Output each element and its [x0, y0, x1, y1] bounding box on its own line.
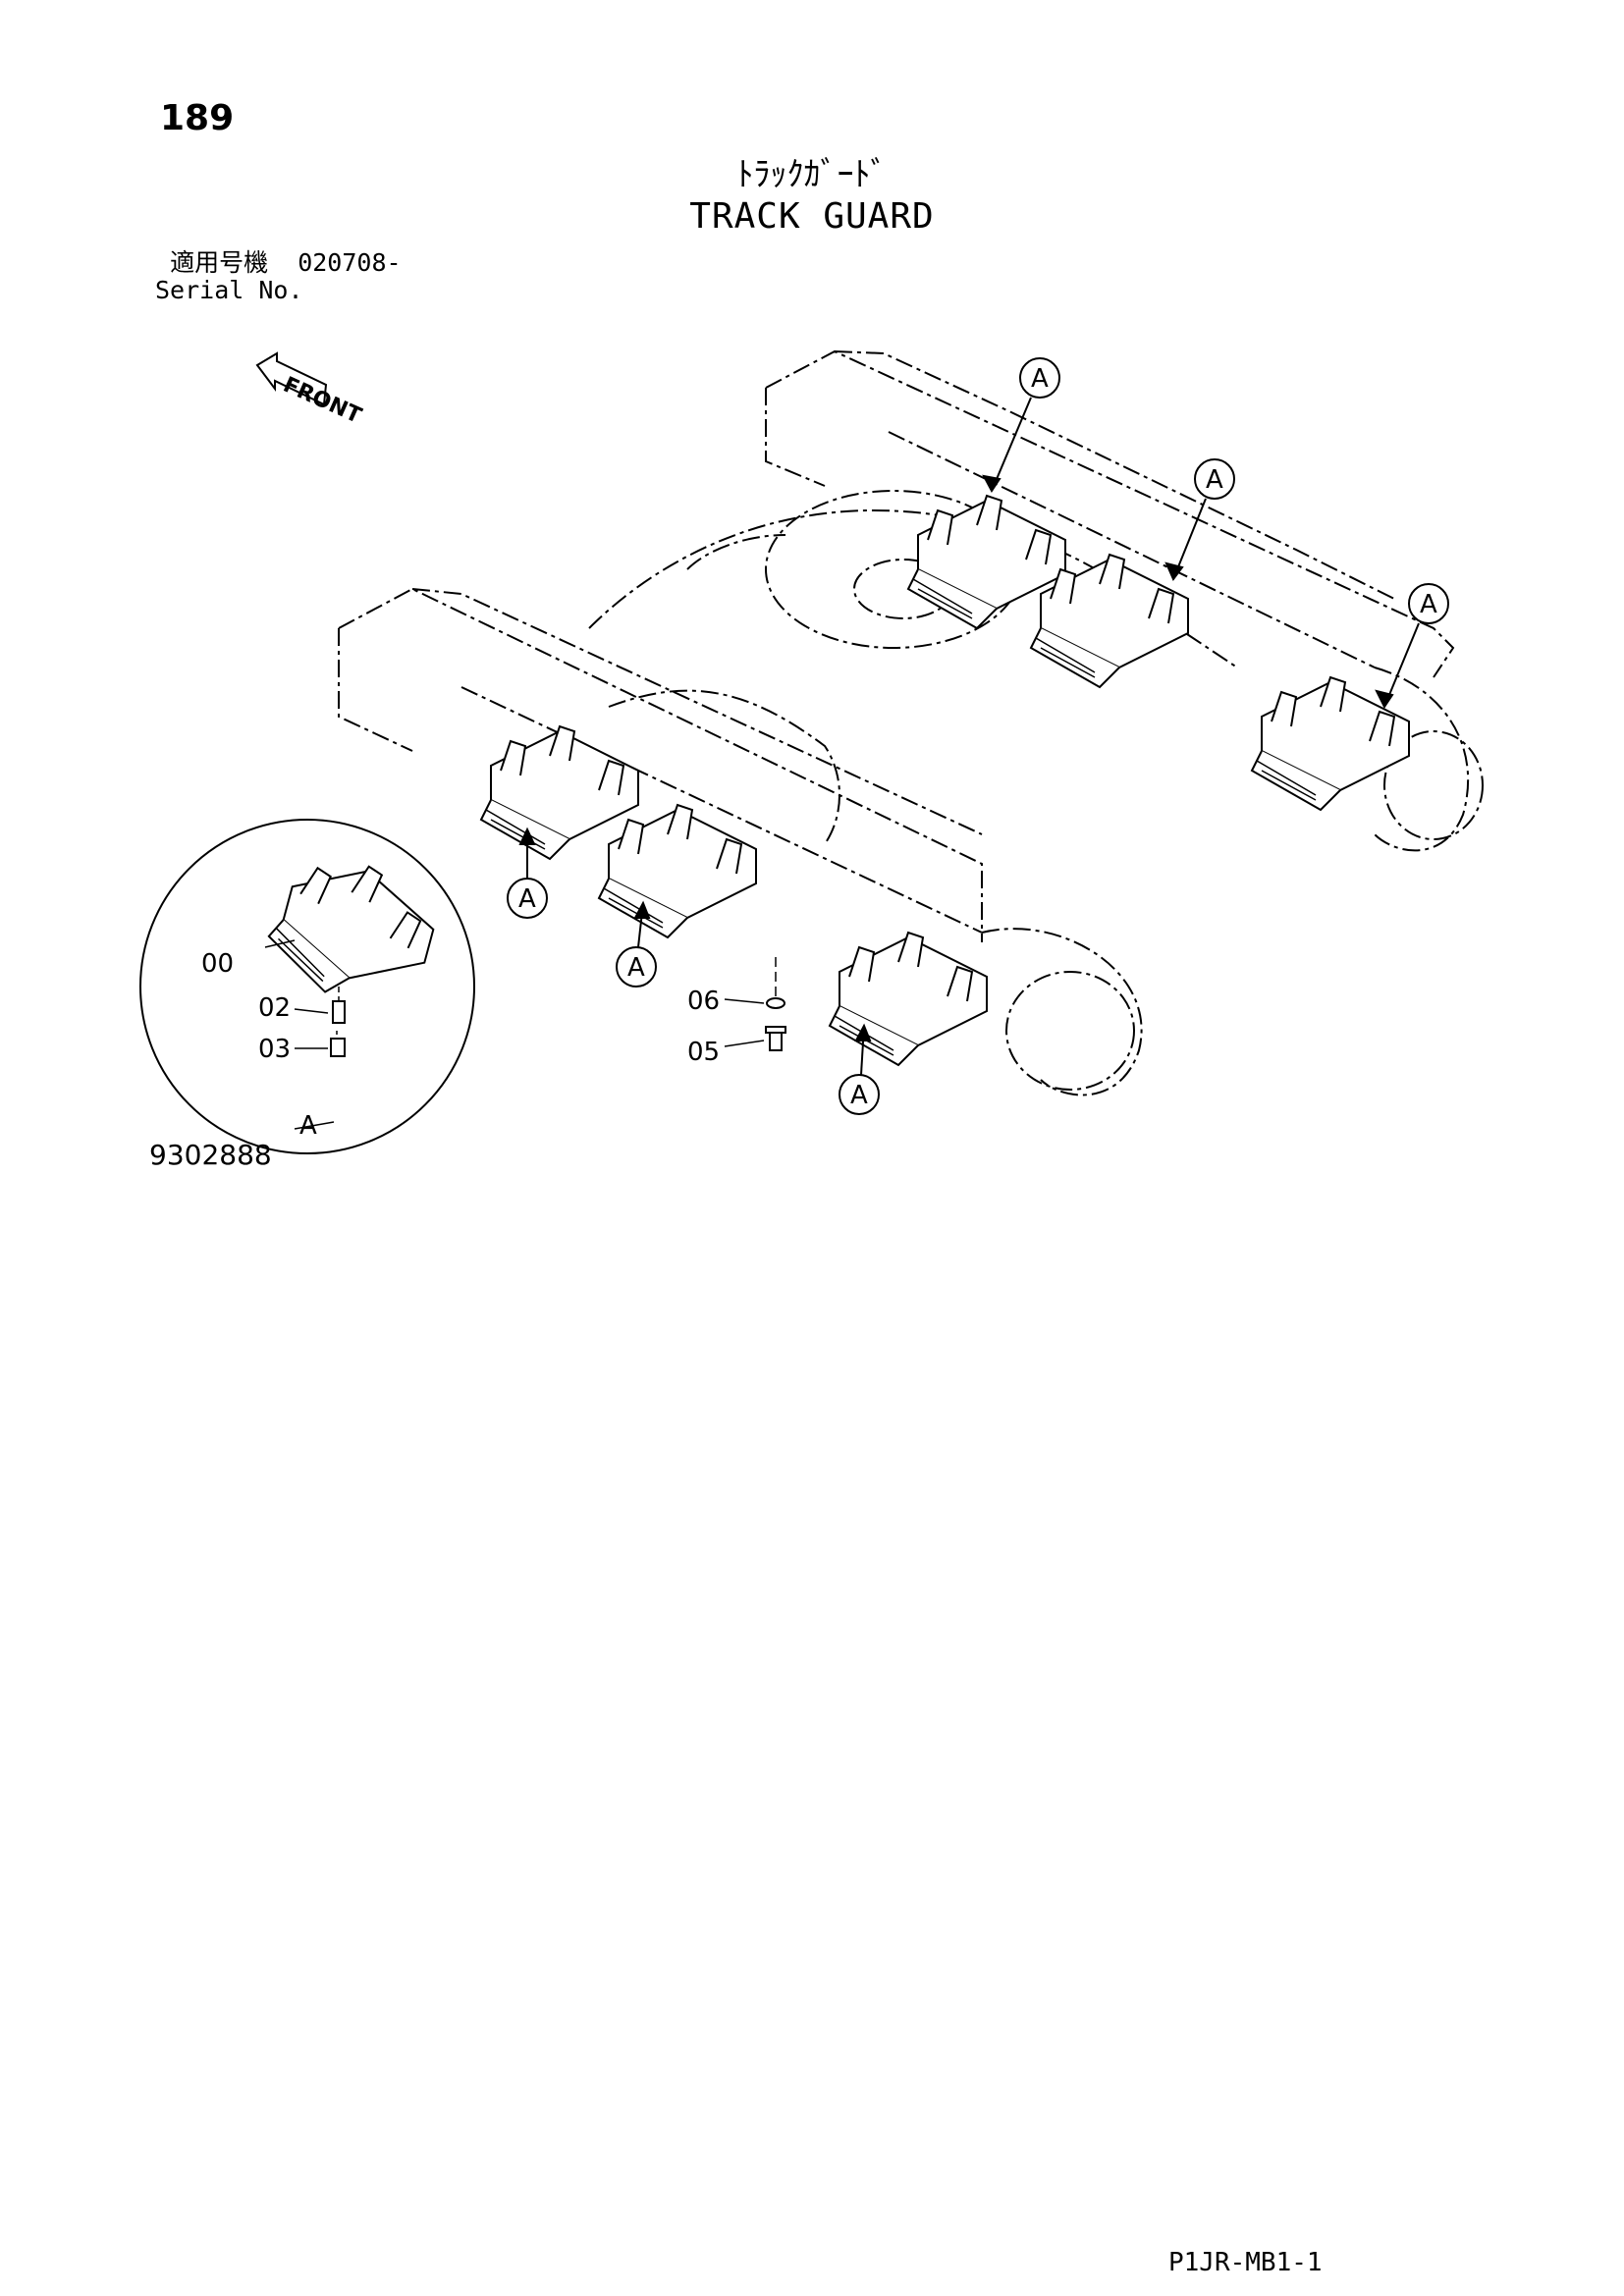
- front-label: FRONT: [280, 373, 365, 429]
- part-06-washer-icon: [724, 957, 785, 1009]
- detail-view-a: 00 02 03 A: [139, 819, 475, 1154]
- drawing-number: 9302888: [149, 1139, 272, 1171]
- part-label-05: 05: [687, 1038, 720, 1067]
- callout-circle-5: [616, 946, 657, 988]
- serial-value: 020708-: [298, 248, 402, 277]
- callout-label: A: [1031, 364, 1049, 394]
- callout-label: A: [627, 953, 645, 983]
- serial-label-en: Serial No.: [155, 276, 303, 304]
- callout-label: A: [1420, 590, 1437, 619]
- detail-view-label: A: [299, 1111, 317, 1141]
- part-label-06: 06: [687, 987, 720, 1016]
- detail-part-label-00: 00: [201, 949, 234, 979]
- track-guard-4: [480, 725, 639, 860]
- title-japanese: ﾄﾗｯｸｶﾞｰﾄﾞ: [736, 155, 888, 194]
- callout-label: A: [1206, 465, 1223, 495]
- part-02-spacer-icon: [332, 1000, 346, 1024]
- page-code: P1JR-MB1-1: [1168, 2248, 1323, 2277]
- callout-circle-6: [839, 1074, 880, 1115]
- page-number: 189: [160, 98, 235, 138]
- detail-part-label-03: 03: [258, 1035, 291, 1064]
- track-guard-5: [598, 804, 757, 938]
- detail-track-guard: [257, 845, 446, 1016]
- front-arrow-icon: FRONT: [255, 351, 365, 429]
- serial-label-ja: 適用号機: [170, 248, 269, 277]
- track-guard-6: [829, 932, 988, 1066]
- serial-row: 適用号機 020708-: [155, 248, 402, 277]
- part-05-bolt-icon: [724, 1026, 786, 1051]
- callout-circle-1: [1019, 357, 1060, 399]
- callout-circle-3: [1408, 583, 1449, 624]
- callout-label: A: [518, 884, 536, 914]
- callout-circle-2: [1194, 458, 1235, 500]
- title-english: TRACK GUARD: [689, 196, 935, 237]
- callout-label: A: [850, 1081, 868, 1110]
- detail-part-label-02: 02: [258, 993, 291, 1023]
- undercarriage-frame: [338, 349, 1484, 1096]
- serial-info: 適用号機 020708- Serial No.: [155, 249, 402, 304]
- part-03-bolt-icon: [330, 1038, 346, 1057]
